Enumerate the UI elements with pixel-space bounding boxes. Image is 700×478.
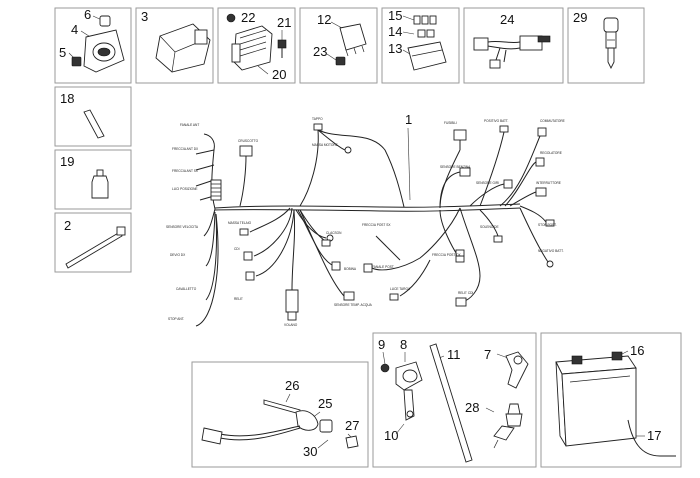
label-freccia-post-sx: FRECCIA POST SX [362, 223, 391, 227]
box-part-24: 24 [463, 7, 564, 84]
callout-2: 2 [64, 218, 71, 233]
flasher-relay-part [71, 15, 125, 73]
label-interruttore: INTERRUTTORE [536, 181, 561, 185]
callout-3: 3 [141, 9, 148, 24]
label-freccia-post-dx: FRECCIA POST DX [432, 253, 462, 257]
fuse-box-part [407, 15, 447, 71]
spark-plug-part [493, 403, 523, 449]
callout-23: 23 [313, 44, 327, 59]
callout-16: 16 [630, 343, 644, 358]
callout-9: 9 [378, 337, 385, 352]
label-cruscotto: CRUSCOTTO [238, 139, 259, 143]
callout-8: 8 [400, 337, 407, 352]
box-parts-7-8-9-10-11-28: 9 8 11 7 28 10 [372, 332, 537, 468]
callout-11: 11 [447, 347, 461, 362]
label-stop-post: STOP POST. [538, 223, 557, 227]
callout-13: 13 [388, 41, 402, 56]
callout-27: 27 [345, 418, 359, 433]
callout-7: 7 [484, 347, 491, 362]
box-parts-13-14-15: 15 14 13 [381, 7, 460, 84]
label-sensore-giri: SENSORE GIRI [476, 181, 499, 185]
label-bobina: BOBINA [344, 267, 357, 271]
label-luci-posizione: LUCI POSIZIONE [172, 187, 198, 191]
label-cavalletto: CAVALLETTO [176, 287, 197, 291]
callout-24: 24 [500, 12, 514, 27]
callout-26: 26 [285, 378, 299, 393]
grease-bottle-part [91, 169, 109, 199]
fuse-part [83, 109, 105, 139]
callout-28: 28 [465, 400, 479, 415]
label-regolatore: REGOLATORE [540, 151, 562, 155]
callout-14: 14 [388, 24, 402, 39]
callout-21: 21 [277, 15, 291, 30]
label-negativo-batt: NEGATIVO BATT. [538, 249, 564, 253]
callout-12: 12 [317, 12, 331, 27]
box-part-2: 2 [54, 212, 132, 273]
cdi-unit-part [155, 23, 211, 73]
callout-17: 17 [647, 428, 661, 443]
label-clacson: CLACSON [326, 231, 342, 235]
label-commutatore: COMMUTATORE [540, 119, 565, 123]
label-sensore-benzina: SENSORE BENZINA [440, 165, 471, 169]
callout-10: 10 [384, 428, 398, 443]
box-parts-20-21-22: 22 21 20 [217, 7, 296, 84]
spark-plug-cap-part [505, 351, 529, 389]
temperature-sensor-part [603, 17, 619, 70]
callout-1: 1 [405, 112, 412, 127]
voltage-regulator-part [226, 13, 287, 71]
label-fusibili-top: FUSIBILI [444, 121, 457, 125]
main-wiring-harness: 1 [166, 112, 565, 327]
callout-29: 29 [573, 10, 587, 25]
label-solenoide: SOLENOIDE [480, 225, 499, 229]
label-cdi: CDI [234, 247, 240, 251]
callout-18: 18 [60, 91, 74, 106]
box-part-29: 29 [567, 7, 645, 84]
label-massa-telaio: MASSA TELAIO [228, 221, 252, 225]
label-fanale-ant: FANALE ANT [180, 123, 199, 127]
starter-relay-part [335, 23, 367, 66]
box-parts-16-17: 16 17 [540, 332, 682, 468]
wiring-adapter-part [473, 35, 551, 69]
label-rele-cdi: RELE' CDI [458, 291, 473, 295]
callout-20: 20 [272, 67, 286, 82]
callout-22: 22 [241, 10, 255, 25]
ignition-coil-part [380, 361, 423, 421]
label-massa-motore: MASSA MOTORE [312, 143, 338, 147]
label-luce-targa: LUCE TARGA [390, 287, 411, 291]
box-part-19: 19 [54, 149, 132, 210]
callout-15: 15 [388, 8, 402, 23]
spark-plug-cable-part [201, 399, 359, 449]
callout-30: 30 [303, 444, 317, 459]
label-sensore-temp: SENSORE TEMP. ACQUA [334, 303, 373, 307]
label-positivo-batt: POSITIVO BATT. [484, 119, 508, 123]
cable-tie-part [65, 226, 126, 269]
hose-part [429, 343, 473, 463]
callout-19: 19 [60, 154, 74, 169]
label-rele: RELE' [234, 297, 243, 301]
callout-4: 4 [71, 22, 78, 37]
label-fanale-post: FANALE POST. [372, 265, 394, 269]
label-tappo: TAPPO [312, 117, 323, 121]
box-parts-12-23: 12 23 [299, 7, 378, 84]
battery-part [555, 351, 637, 447]
callout-25: 25 [318, 396, 332, 411]
box-part-3: 3 [135, 7, 214, 84]
label-sensore-velocita: SENSORE VELOCITA [166, 225, 199, 229]
battery-vent-tube-part [627, 419, 676, 457]
label-freccia-ant-dx: FRECCIA ANT DX [172, 147, 199, 151]
label-volano: VOLANO [284, 323, 298, 327]
callout-6: 6 [84, 7, 91, 22]
callout-5: 5 [59, 45, 66, 60]
label-devio-dx: DEVIO DX [170, 253, 186, 257]
box-part-18: 18 [54, 86, 132, 147]
box-parts-4-5-6: 6 4 5 [54, 7, 132, 84]
label-stop-ant: STOP ANT. [168, 317, 184, 321]
label-freccia-ant-sx: FRECCIA ANT SX [172, 169, 199, 173]
box-parts-25-26-27-30: 26 25 27 30 [191, 361, 369, 468]
